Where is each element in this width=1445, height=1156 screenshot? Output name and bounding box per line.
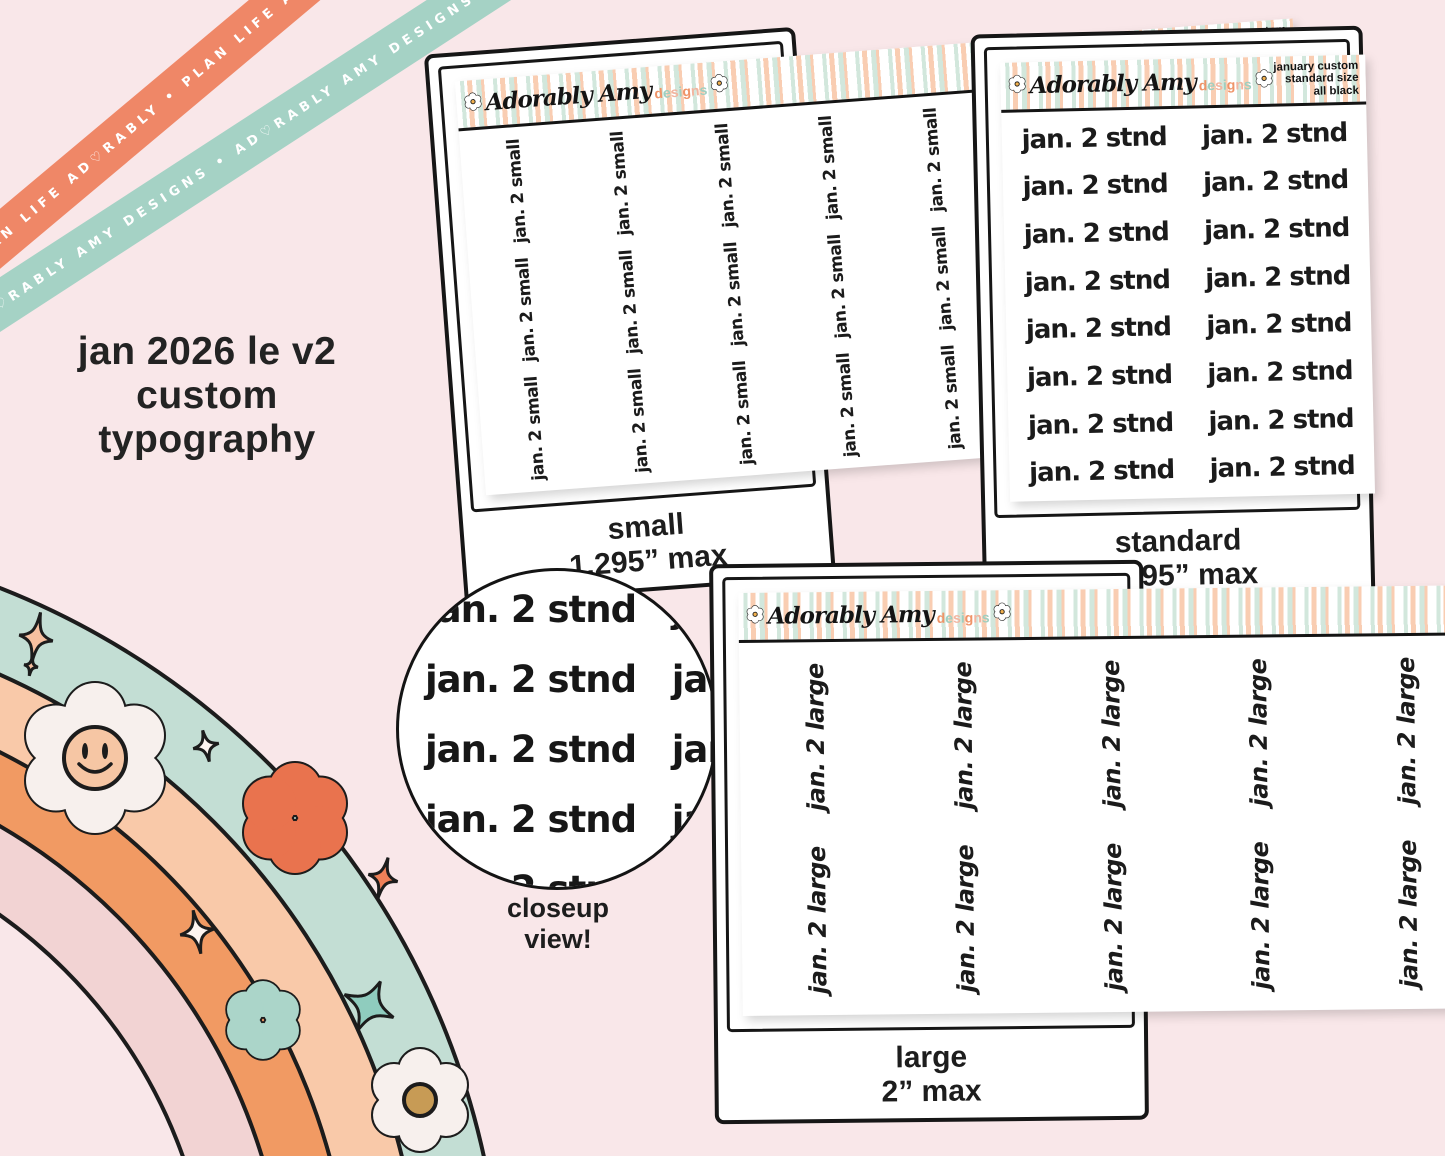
sparkle-icons <box>15 609 405 1041</box>
sticker-text: jan. 2 large <box>1244 658 1274 807</box>
sticker-text: jan. 2 large <box>1098 842 1128 991</box>
sticker-text: jan. 2 stnd <box>1027 407 1174 442</box>
logo-script-text: Adorably Amy <box>767 600 934 630</box>
title-line: jan 2026 le v2 <box>77 330 337 373</box>
sticker-text: jan. 2 stnd <box>1023 217 1170 251</box>
card-standard-sheet: Adorably Amy designs january custom stan… <box>970 25 1376 611</box>
closeup-caption: closeup view! <box>506 893 610 955</box>
sticker-text: jan. 2 stnd <box>1026 360 1173 394</box>
closeup-row: jan. 2 stnd jan. 2 stnd <box>425 658 715 701</box>
sticker-text: jan. 2 small <box>521 375 550 481</box>
sticker-text: jan. 2 stnd <box>1204 260 1351 295</box>
daisy-icon <box>709 72 730 97</box>
rainbow-decoration <box>0 585 486 1156</box>
sticker-text: jan. 2 stnd <box>1207 356 1353 390</box>
sticker-sheet-large: Adorably Amy designs january custom larg… <box>738 583 1445 1017</box>
sticker-text: jan. 2 stnd <box>1028 455 1175 489</box>
closeup-row: jan. 2 stnd jan. 2 stnd <box>425 588 715 631</box>
logo-script-text: Adorably Amy <box>484 76 653 117</box>
sheet-header: Adorably Amy designs january custom larg… <box>738 583 1445 643</box>
sticker-text: jan. 2 large <box>801 663 831 812</box>
card-inner-frame: Adorably Amy designs january custom larg… <box>722 572 1445 1033</box>
sheet-header-meta: january custom standard size all black <box>1273 59 1360 98</box>
sticker-text: jan. 2 small <box>625 367 654 474</box>
closeup-row: jan. 2 stnd jan. 2 stnd <box>425 728 715 771</box>
tan-daisy-icon <box>371 1047 469 1153</box>
sticker-text: jan. 2 stnd <box>1203 213 1350 247</box>
sticker-text: jan. 2 stnd <box>1202 165 1349 199</box>
sticker-text: jan. 2 stnd <box>1208 403 1354 437</box>
adorably-amy-logo: Adorably Amy designs <box>463 71 730 118</box>
logo-designs-text: designs <box>936 608 990 626</box>
smiley-daisy-icon <box>24 681 166 835</box>
sticker-text: jan. 2 stnd <box>1206 308 1352 342</box>
sheet-header: Adorably Amy designs january custom stan… <box>1000 54 1367 113</box>
adorably-amy-logo: Adorably Amy designs <box>1007 67 1274 100</box>
sticker-text: jan. 2 small <box>712 122 740 228</box>
sticker-text: jan. 2 stnd <box>1209 451 1356 485</box>
sticker-text: jan. 2 small <box>816 114 844 220</box>
sticker-grid-large: jan. 2 large jan. 2 large jan. 2 large jan.… <box>739 634 1445 1017</box>
sticker-text: jan. 2 large <box>950 844 981 993</box>
sticker-text: jan. 2 large <box>802 846 833 995</box>
sticker-text: jan. 2 small <box>729 359 758 466</box>
sticker-sheet-small: Adorably Amy designs january custom smal… <box>454 18 1324 496</box>
sticker-text: jan. 2 stnd <box>1024 264 1171 299</box>
closeup-circle: jan. 2 stnd jan. 2 stnd jan. 2 stnd jan. … <box>396 568 718 890</box>
title-line: custom <box>136 374 278 418</box>
card-large-sheet: Adorably Amy designs january custom larg… <box>709 559 1445 1125</box>
sticker-sheet-standard: Adorably Amy designs january custom stan… <box>1000 54 1376 502</box>
daisy-icon <box>1007 74 1027 98</box>
closeup-sample-text: jan. 2 stnd jan. 2 stnd jan. 2 stnd jan. … <box>425 575 715 890</box>
sticker-text: jan. 2 large <box>1393 839 1424 988</box>
teal-flower-icon <box>225 979 301 1061</box>
daisy-icon <box>463 91 484 116</box>
card-label-large: large 2” max <box>881 1040 982 1109</box>
sheet-header: Adorably Amy designs january custom smal… <box>454 18 1297 132</box>
sticker-text: jan. 2 small <box>616 248 645 355</box>
daisy-icon <box>992 602 1011 626</box>
card-small-sheet: Adorably Amy designs january custom smal… <box>423 18 1324 606</box>
sticker-grid-standard: jan. 2 stnd jan. 2 stnd jan. 2 stnd jan. 2 … <box>1001 105 1375 502</box>
daisy-icon <box>1254 68 1274 92</box>
sticker-text: jan. 2 stnd <box>1022 169 1169 203</box>
sticker-text: jan. 2 small <box>825 232 853 339</box>
logo-script-text: Adorably Amy <box>1029 68 1196 100</box>
coral-flower-icon <box>242 761 348 875</box>
sticker-text: jan. 2 large <box>1096 660 1127 809</box>
title-line: typography <box>98 418 316 462</box>
sticker-text: jan. 2 stnd <box>1201 117 1348 152</box>
logo-designs-text: designs <box>653 81 708 102</box>
sticker-text: jan. 2 small <box>834 351 862 458</box>
sticker-text: jan. 2 small <box>512 256 541 363</box>
sticker-text: jan. 2 small <box>503 137 532 244</box>
closeup-row: jan. 2 stnd jan. 2 stnd <box>425 868 715 890</box>
sticker-text: jan. 2 stnd <box>1021 121 1168 156</box>
sticker-text: jan. 2 large <box>1246 841 1276 990</box>
daisy-icon <box>746 604 765 628</box>
sticker-text: jan. 2 stnd <box>1025 312 1172 346</box>
card-inner-frame: Adorably Amy designs january custom smal… <box>437 18 1324 513</box>
sticker-text: jan. 2 small <box>607 129 636 236</box>
sticker-text: jan. 2 large <box>948 661 979 810</box>
sticker-text: jan. 2 large <box>1391 657 1422 806</box>
page-title: jan 2026 le v2 custom typography <box>52 330 362 462</box>
card-inner-frame: Adorably Amy designs january custom stan… <box>983 38 1376 519</box>
sticker-text: jan. 2 small <box>720 240 749 347</box>
closeup-row: jan. 2 stnd jan. 2 stnd <box>425 798 715 841</box>
logo-designs-text: designs <box>1198 75 1252 93</box>
adorably-amy-logo: Adorably Amy designs <box>745 600 1011 630</box>
